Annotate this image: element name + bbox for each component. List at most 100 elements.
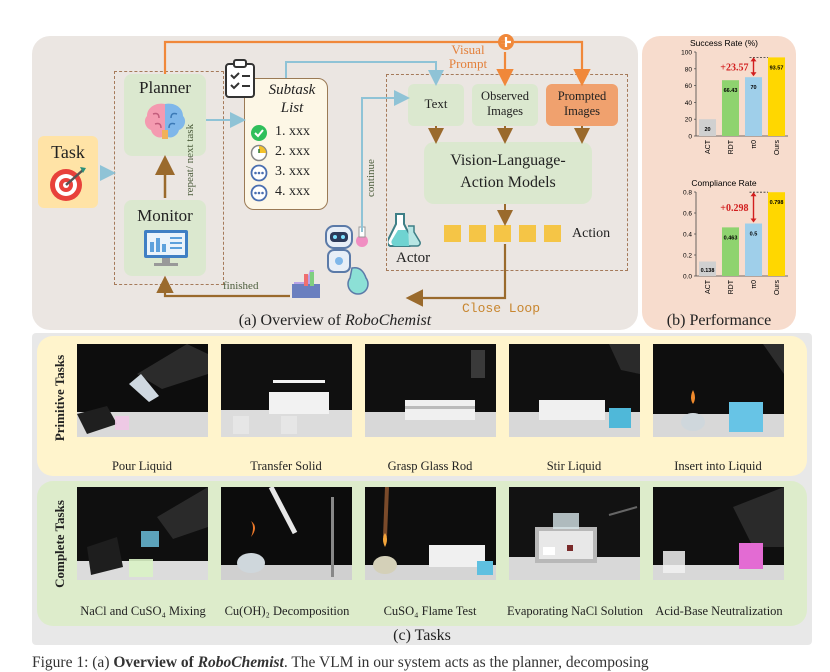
figure-caption-name: RoboChemist — [197, 654, 284, 671]
planner-label: Planner — [139, 78, 191, 97]
subtask-title-2: List — [280, 100, 304, 116]
observed-images-box — [472, 84, 538, 126]
data-label: 66.43 — [724, 88, 738, 94]
bar-ACT — [698, 261, 717, 276]
action-token — [519, 225, 536, 242]
data-label: 0.5 — [750, 232, 758, 238]
y-tick-label: 20 — [685, 117, 693, 124]
bar-RDT — [721, 80, 740, 136]
overview-connectors — [100, 40, 591, 307]
performance-caption: (b) Performance — [666, 312, 772, 329]
bar-π0 — [744, 223, 763, 276]
category-label: ACT — [705, 139, 712, 154]
compliance-rate-chart: Compliance Rate0.00.20.40.60.80.138ACT0.… — [683, 178, 788, 295]
subtask-title-1: Subtask — [268, 82, 316, 98]
task-label: Task — [51, 142, 85, 162]
primitive-caption: Insert into Liquid — [674, 459, 762, 473]
primitive-tasks-label: Primitive Tasks — [52, 354, 67, 442]
action-token — [544, 225, 561, 242]
data-label: 0.138 — [701, 268, 715, 274]
subtask-item: 4. xxx — [275, 184, 310, 199]
y-tick-label: 0.8 — [683, 190, 692, 197]
overview-caption-prefix: (a) Overview of — [238, 312, 345, 329]
visual-prompt-label: Visual Prompt — [448, 42, 488, 71]
figure-caption: Figure 1: (a) Overview of RoboChemist. T… — [32, 654, 830, 672]
prompted-images-label: Prompted Images — [557, 89, 607, 118]
complete-caption: Evaporating NaCl Solution — [506, 604, 644, 618]
task-photo-nacl-cuso4-mixing — [77, 487, 208, 580]
bar-Ours — [767, 192, 786, 276]
y-tick-label: 40 — [685, 100, 693, 107]
y-tick-label: 80 — [685, 66, 693, 73]
annotation-arrow-head — [750, 218, 757, 223]
chart-title: Compliance Rate — [691, 178, 756, 188]
chart-title: Success Rate (%) — [690, 38, 758, 48]
action-label: Action — [572, 226, 611, 241]
task-photo-insert-into-liquid — [653, 344, 784, 437]
text-box-label: Text — [424, 96, 448, 111]
annotation-arrow-head — [750, 72, 757, 77]
y-tick-label: 0 — [688, 134, 692, 141]
clipboard-icon — [225, 59, 255, 98]
category-label: RDT — [728, 139, 735, 154]
bar-Ours — [767, 57, 786, 136]
complete-caption: Acid-Base Neutralization — [655, 604, 783, 618]
action-token — [444, 225, 461, 242]
bar-π0 — [744, 77, 763, 136]
subtask-item: 3. xxx — [275, 164, 310, 179]
task-photo-acid-base-neutralization — [653, 487, 784, 580]
primitive-caption: Transfer Solid — [250, 459, 322, 473]
close-loop-label: Close Loop — [462, 301, 541, 316]
subtask-item: 1. xxx — [275, 124, 310, 139]
primitive-caption: Stir Liquid — [546, 459, 602, 473]
overview-caption: (a) Overview of RoboChemist — [32, 312, 638, 330]
tasks-caption: (c) Tasks — [393, 627, 451, 644]
complete-caption: CuSO₄ Flame Test — [383, 604, 477, 618]
category-label: π0 — [751, 280, 758, 289]
bar-RDT — [721, 227, 740, 276]
annotation-label: +23.57 — [720, 62, 748, 73]
y-tick-label: 0.2 — [683, 253, 692, 260]
category-label: π0 — [751, 140, 758, 149]
annotation-arrow-head — [750, 192, 757, 197]
task-photo-evaporating-nacl — [509, 487, 640, 580]
subtask-item: 2. xxx — [275, 144, 310, 159]
complete-tasks-label: Complete Tasks — [52, 500, 67, 588]
vla-box — [424, 142, 592, 204]
annotation-arrow-head — [750, 57, 757, 62]
task-photo-pour-liquid — [77, 344, 208, 437]
figure-caption-bold: Overview of — [113, 654, 198, 671]
y-tick-label: 100 — [681, 50, 692, 57]
y-tick-label: 60 — [685, 83, 693, 90]
finished-label: finished — [223, 280, 259, 292]
data-label: 0.798 — [770, 200, 784, 206]
category-label: Ours — [774, 140, 781, 156]
monitor-label: Monitor — [137, 206, 193, 225]
y-tick-label: 0.0 — [683, 274, 692, 281]
figure-caption-prefix: Figure 1: (a) — [32, 654, 114, 671]
data-label: 0.463 — [724, 235, 738, 241]
primitive-caption: Grasp Glass Rod — [387, 459, 473, 473]
task-photo-cuoh2-decomposition — [221, 487, 352, 580]
action-token — [469, 225, 486, 242]
vla-label-2: Action Models — [460, 174, 556, 191]
actor-label: Actor — [396, 250, 431, 266]
task-photo-stir-liquid — [509, 344, 640, 437]
monitor-icon — [144, 230, 188, 266]
complete-caption: NaCl and CuSO₄ Mixing — [80, 604, 206, 618]
category-label: RDT — [728, 279, 735, 294]
prompted-images-box — [546, 84, 618, 126]
annotation-label: +0.298 — [720, 203, 748, 214]
data-label: 93.57 — [770, 65, 784, 71]
pending-icon — [250, 184, 268, 202]
complete-caption: Cu(OH)₂ Decomposition — [224, 604, 350, 618]
flask-icon — [388, 213, 421, 248]
task-photo-transfer-solid — [221, 344, 352, 437]
vla-label-1: Vision-Language- — [450, 152, 566, 169]
text-input-box — [408, 84, 464, 126]
task-photo-cuso4-flame-test — [365, 487, 496, 580]
y-tick-label: 0.6 — [683, 211, 692, 218]
primitive-caption: Pour Liquid — [111, 459, 173, 473]
target-icon — [50, 167, 86, 201]
action-token — [494, 225, 511, 242]
